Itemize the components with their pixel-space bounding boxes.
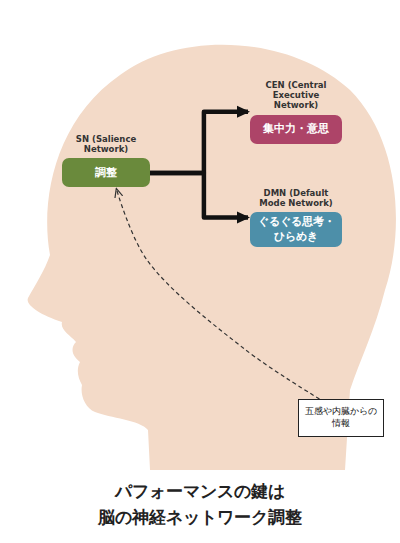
node-text-box: 調整 <box>62 158 150 187</box>
caption: パフォーマンスの鍵は 脳の神経ネットワーク調整 <box>80 478 320 531</box>
network-node: CEN (Central Executive Network) 集中力・意思 <box>250 80 342 144</box>
switch-arrow <box>150 112 248 173</box>
node-text-box: ぐるぐる思考・ひらめき <box>250 212 342 247</box>
network-name: SN (Salience Network) <box>62 134 150 154</box>
network-name: DMN (Default Mode Network) <box>250 188 342 208</box>
caption-block: パフォーマンスの鍵は 脳の神経ネットワーク調整 <box>0 478 400 531</box>
switch-arrow <box>150 173 248 218</box>
network-name: CEN (Central Executive Network) <box>250 80 342 111</box>
head-silhouette <box>28 45 396 470</box>
node-text-box: 五感や内臓からの 情報 <box>298 399 384 437</box>
node-text-box: 集中力・意思 <box>250 115 342 144</box>
network-node: SN (Salience Network) 調整 <box>62 134 150 187</box>
network-node: DMN (Default Mode Network) ぐるぐる思考・ひらめき <box>250 188 342 247</box>
input-box: 五感や内臓からの 情報 <box>298 399 384 437</box>
